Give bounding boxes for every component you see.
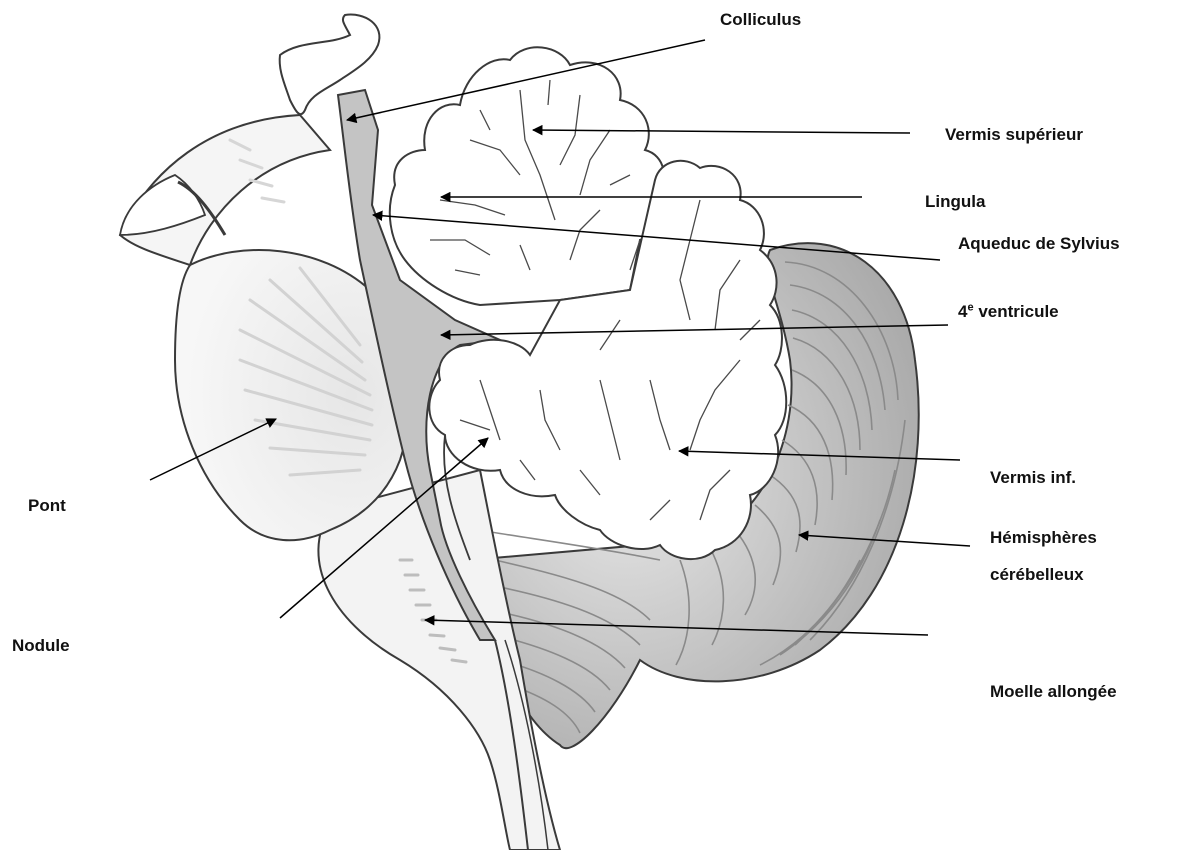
superior-vermis-shape	[390, 47, 664, 305]
label-nodule: Nodule	[12, 634, 70, 658]
midbrain-shape	[120, 115, 330, 265]
label-ventricule: 4e ventricule	[958, 300, 1059, 324]
label-hemispheres-line1: Hémisphères	[990, 526, 1097, 550]
label-aqueduc: Aqueduc de Sylvius	[958, 232, 1120, 256]
label-hemispheres-line2: cérébelleux	[990, 563, 1084, 587]
label-ventricule-text: ventricule	[974, 302, 1059, 321]
label-pont: Pont	[28, 494, 66, 518]
label-lingula: Lingula	[925, 190, 985, 214]
label-vermis-inf: Vermis inf.	[990, 466, 1076, 490]
label-moelle: Moelle allongée	[990, 680, 1117, 704]
label-colliculus: Colliculus	[720, 8, 801, 32]
label-vermis-superieur: Vermis supérieur	[945, 123, 1083, 147]
